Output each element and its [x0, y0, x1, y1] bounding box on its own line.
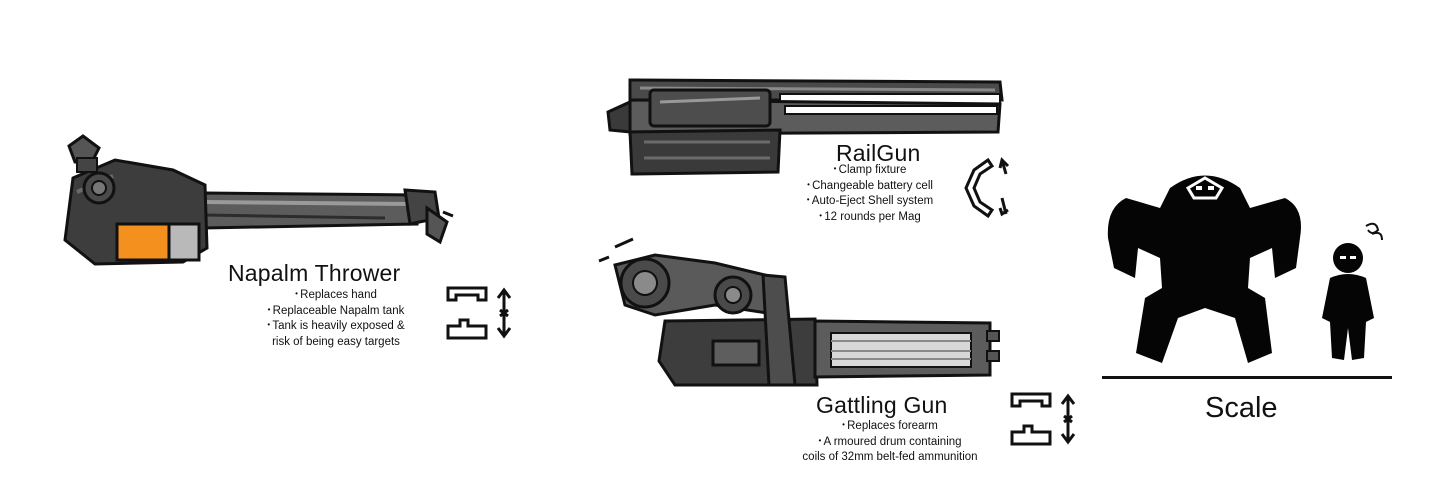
gatling-title: Gattling Gun	[816, 392, 948, 418]
napalm-notes: Replaces hand Replaceable Napalm tank Ta…	[236, 287, 436, 349]
scale-title: Scale	[1205, 392, 1278, 424]
railgun-note: Clamp fixture	[780, 162, 960, 178]
napalm-note: risk of being easy targets	[272, 335, 400, 348]
railgun-note: Changeable battery cell	[780, 178, 960, 194]
swap-icon	[446, 286, 512, 340]
railgun-notes: Clamp fixture Changeable battery cell Au…	[780, 162, 960, 224]
gatling-note: A rmoured drum containing	[780, 434, 1000, 450]
clamp-icon	[964, 157, 1010, 219]
napalm-thrower-drawing	[63, 134, 454, 266]
railgun-note: Auto-Eject Shell system	[780, 193, 960, 209]
gatling-gun-drawing	[598, 237, 1000, 387]
ground-line	[1102, 376, 1392, 379]
mech-silhouette	[1107, 175, 1301, 363]
human-silhouette	[1322, 222, 1383, 360]
railgun-drawing	[606, 78, 1004, 176]
swap-icon	[1010, 392, 1076, 446]
napalm-note: Replaceable Napalm tank	[236, 303, 436, 319]
napalm-title: Napalm Thrower	[228, 260, 401, 286]
napalm-note: Replaces hand	[236, 287, 436, 303]
gatling-note: Replaces forearm	[780, 418, 1000, 434]
gatling-notes: Replaces forearm A rmoured drum containi…	[780, 418, 1000, 465]
gatling-note: coils of 32mm belt-fed ammunition	[802, 451, 978, 463]
railgun-note: 12 rounds per Mag	[780, 209, 960, 225]
napalm-note: Tank is heavily exposed &	[236, 318, 436, 334]
